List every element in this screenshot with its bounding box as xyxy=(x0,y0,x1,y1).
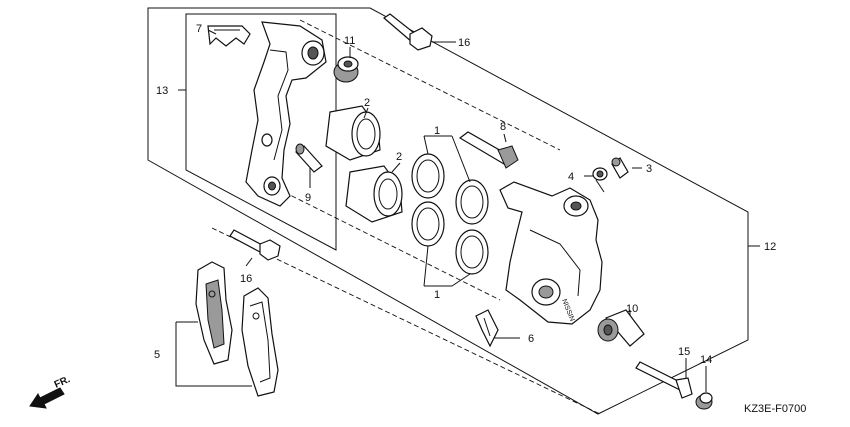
bracket-bolt-16-lower xyxy=(229,229,281,261)
pad-spring-clip-7 xyxy=(207,25,251,47)
callout-4: 4 xyxy=(568,171,574,183)
callout-2-lower: 2 xyxy=(396,151,402,163)
piston-seal-1-c xyxy=(411,201,445,247)
callout-9: 9 xyxy=(305,192,311,204)
piston-seal-1-d xyxy=(455,229,489,275)
brake-pad-5-front xyxy=(195,261,233,365)
bleed-valve-3 xyxy=(611,157,629,179)
callout-8: 8 xyxy=(500,121,506,133)
piston-seal-1-a xyxy=(411,153,445,199)
caliper-bolt-16-top xyxy=(383,13,433,51)
piston-seal-1-b xyxy=(455,179,489,225)
callout-10: 10 xyxy=(626,303,638,315)
callout-1-lower: 1 xyxy=(434,289,440,301)
caliper-bracket-13 xyxy=(245,21,327,207)
front-direction-label: FR. xyxy=(53,374,72,391)
brake-pad-5-rear xyxy=(241,287,279,397)
assembly-guide-lines xyxy=(211,19,601,415)
callout-15: 15 xyxy=(678,346,690,358)
leader-lines xyxy=(175,29,760,392)
caliper-body-12: NISSIN xyxy=(499,181,603,325)
bracket-outline-13 xyxy=(185,13,337,251)
callout-13: 13 xyxy=(156,85,168,97)
pad-pin-plug-14 xyxy=(695,392,713,410)
assembly-outline-12 xyxy=(147,7,749,415)
pad-retainer-6 xyxy=(475,309,499,348)
callout-12: 12 xyxy=(764,241,776,253)
callout-5: 5 xyxy=(154,349,160,361)
callout-1-upper: 1 xyxy=(434,125,440,137)
slide-pin-8 xyxy=(458,131,519,169)
callout-16-top: 16 xyxy=(458,37,470,49)
pad-pin-15 xyxy=(635,361,693,399)
callout-7: 7 xyxy=(196,23,202,35)
slide-pin-9 xyxy=(295,143,323,173)
callout-11: 11 xyxy=(344,35,355,47)
callout-16-lower: 16 xyxy=(240,273,252,285)
piston-2-lower xyxy=(345,165,403,223)
bleed-valve-cap-4 xyxy=(592,167,608,193)
piston-2-upper xyxy=(325,105,381,161)
callout-3: 3 xyxy=(646,163,652,175)
slide-pin-boot-11 xyxy=(333,56,359,83)
front-direction-arrow-icon xyxy=(29,387,65,409)
callout-6: 6 xyxy=(528,333,534,345)
callout-14: 14 xyxy=(700,354,712,366)
diagram-code: KZ3E-F0700 xyxy=(744,403,806,415)
callout-2-upper: 2 xyxy=(364,97,370,109)
slide-pin-boot-10 xyxy=(597,309,645,347)
